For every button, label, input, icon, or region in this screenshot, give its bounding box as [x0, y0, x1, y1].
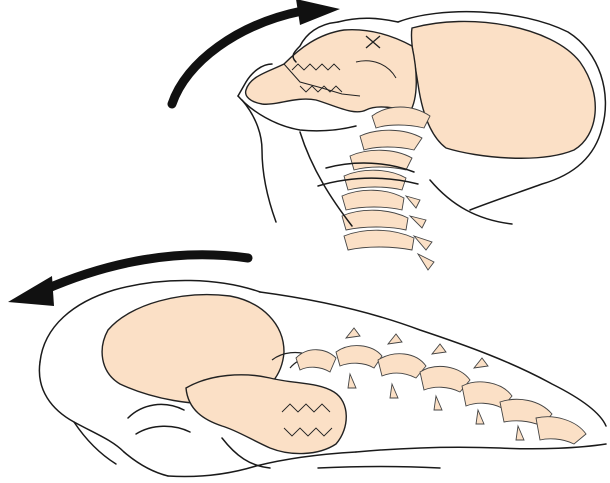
panel-head-flexion	[8, 255, 606, 477]
skull-cranium	[411, 21, 595, 158]
cervical-spine-upper	[342, 107, 434, 270]
skull-face-lower	[186, 375, 346, 454]
panel-head-extension	[172, 0, 605, 270]
